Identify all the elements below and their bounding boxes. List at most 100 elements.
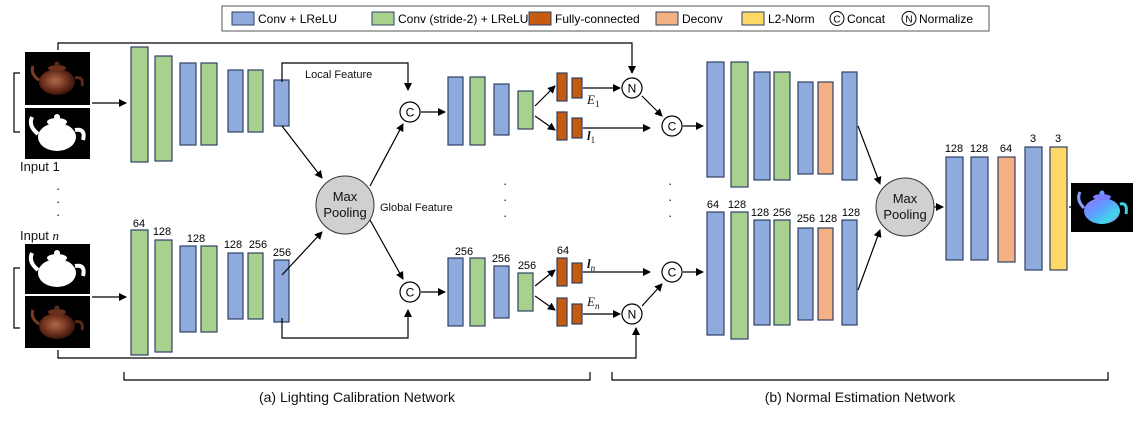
lcn-encoder-bottom-layer-2 bbox=[179, 245, 197, 333]
output-normal-map bbox=[1071, 183, 1133, 232]
fc-label-en: En bbox=[586, 294, 600, 311]
lcn-post-channel-label: 256 bbox=[455, 246, 473, 258]
fc-layer-0 bbox=[556, 72, 568, 102]
caption-ne: (b) Normal Estimation Network bbox=[765, 389, 957, 405]
legend-swatch-l2 bbox=[741, 11, 765, 26]
ellipsis-input: · bbox=[56, 181, 60, 196]
fc-layer-1 bbox=[571, 77, 583, 99]
legend-symbol-normalize: N bbox=[905, 15, 912, 26]
ne-encoder-channel-label: 256 bbox=[773, 207, 791, 219]
max-pooling-left: Max Pooling bbox=[315, 175, 375, 235]
legend-item-l2: L2-Norm bbox=[741, 11, 815, 26]
lcn-encoder-channel-label: 128 bbox=[187, 233, 205, 245]
lcn-post-bottom-layer-3 bbox=[517, 272, 534, 312]
ellipsis-middle: · · · · · · bbox=[503, 176, 672, 223]
connections: Local Feature Global Feature bbox=[281, 62, 1080, 339]
legend-label-concat: Concat bbox=[847, 12, 886, 26]
ne-encoder-channel-label: 256 bbox=[797, 213, 815, 225]
lcn-post-bottom-layer-2 bbox=[493, 265, 510, 319]
lcn-encoder-bottom-layer-3 bbox=[200, 245, 218, 333]
ne-decoder-channel-label: 128 bbox=[970, 143, 988, 155]
caption-lcn: (a) Lighting Calibration Network bbox=[259, 389, 456, 405]
concat-ne-bottom-symbol: C bbox=[668, 266, 677, 280]
ellipsis-ne: · bbox=[668, 208, 672, 223]
lcn-encoder-bottom-layer-4 bbox=[227, 252, 244, 320]
skip-connection-bottom bbox=[57, 327, 640, 359]
ne-encoder-channel-label: 128 bbox=[819, 213, 837, 225]
ne-encoder-channel-label: 64 bbox=[707, 199, 719, 211]
ne-encoder-channel-label: 128 bbox=[842, 207, 860, 219]
ne-encoder-top-layer-4 bbox=[797, 81, 814, 175]
max-pooling-left-line1: Max bbox=[333, 189, 358, 204]
concat-ne-bottom-icon bbox=[661, 261, 683, 283]
input-mask-teapot-n bbox=[25, 244, 90, 294]
legend-frame bbox=[221, 5, 990, 32]
concat-lcn-bottom-icon bbox=[399, 281, 421, 303]
normalize-bottom-symbol: N bbox=[628, 308, 637, 322]
fc-label-ln: ln bbox=[587, 256, 596, 273]
captions: (a) Lighting Calibration Network (b) Nor… bbox=[123, 372, 1109, 405]
global-feature-label: Global Feature bbox=[380, 202, 453, 214]
normalize-top-symbol: N bbox=[628, 82, 637, 96]
max-pooling-right-line2: Pooling bbox=[883, 207, 926, 222]
ne-decoder-channel-label: 3 bbox=[1055, 133, 1061, 145]
ne-encoder-bottom-layer-0 bbox=[706, 211, 725, 336]
ne-encoder-top-layer-1 bbox=[730, 61, 749, 188]
lcn-post-top-layer-2 bbox=[493, 83, 510, 136]
legend-item-conv: Conv + LReLU bbox=[231, 11, 337, 26]
lcn-encoder-bottom-layer-5 bbox=[247, 252, 264, 320]
input-image-teapot-shaded-n bbox=[25, 296, 90, 348]
ne-encoder-top-layer-3 bbox=[773, 71, 791, 181]
lcn-encoder-top-layer-4 bbox=[227, 69, 244, 133]
fc-label-e1: E1 bbox=[586, 92, 599, 109]
ne-decoder-layer-4 bbox=[1049, 146, 1068, 271]
normalize-top-icon bbox=[621, 77, 643, 99]
fc-label-l1: l1 bbox=[587, 128, 595, 145]
lcn-post-top-layer-0 bbox=[447, 76, 464, 146]
ne-decoder-channel-label: 128 bbox=[945, 143, 963, 155]
max-pooling-right-line1: Max bbox=[893, 191, 918, 206]
ne-encoder-bottom-layer-5 bbox=[817, 227, 834, 321]
legend-label-normalize: Normalize bbox=[919, 12, 973, 26]
skip-connection-top bbox=[57, 42, 636, 74]
local-feature-label: Local Feature bbox=[305, 69, 372, 81]
ne-decoder-channel-label: 64 bbox=[1000, 143, 1012, 155]
ne-encoder-bottom-layer-6 bbox=[841, 219, 858, 326]
ne-decoder-layer-1 bbox=[970, 156, 989, 261]
legend-symbol-normalize-icon bbox=[901, 11, 917, 26]
legend-item-fc: Fully-connected bbox=[528, 11, 640, 26]
lcn-post-channel-label: 256 bbox=[492, 253, 510, 265]
lcn-encoder-channel-label: 128 bbox=[153, 226, 171, 238]
ne-encoder-top-layer-0 bbox=[706, 61, 725, 178]
legend-swatch-conv2 bbox=[371, 11, 395, 26]
lcn-encoder-channel-label: 128 bbox=[224, 239, 242, 251]
ne-brace bbox=[611, 372, 1109, 381]
input-label-1: Input 1 bbox=[20, 159, 60, 174]
legend-swatch-deconv bbox=[655, 11, 679, 26]
input-bracket-top bbox=[13, 72, 20, 133]
legend-item-deconv: Deconv bbox=[655, 11, 723, 26]
fc-layer-6 bbox=[556, 297, 568, 327]
lcn-encoder-top-layer-6 bbox=[273, 79, 290, 127]
lcn-post-channel-label: 256 bbox=[518, 260, 536, 272]
ne-encoder-bottom-layer-1 bbox=[730, 211, 749, 340]
ne-encoder-top-layer-6 bbox=[841, 71, 858, 181]
legend-label-conv2: Conv (stride-2) + LReLU bbox=[398, 12, 528, 26]
input-mask-teapot-1 bbox=[25, 108, 90, 159]
ellipsis-input: · bbox=[56, 207, 60, 222]
legend-label-conv: Conv + LReLU bbox=[258, 12, 337, 26]
fc-layer-2 bbox=[556, 111, 568, 141]
ne-decoder-layer-0 bbox=[945, 156, 964, 261]
legend-label-l2: L2-Norm bbox=[768, 12, 815, 26]
ne-decoder-channel-label: 3 bbox=[1030, 133, 1036, 145]
lcn-post-top-layer-1 bbox=[469, 76, 486, 146]
ne-encoder-channel-label: 128 bbox=[728, 199, 746, 211]
input-bracket-bottom bbox=[13, 267, 20, 329]
ne-encoder-channel-label: 128 bbox=[751, 207, 769, 219]
lcn-encoder-channel-label: 256 bbox=[273, 247, 291, 259]
fc-layer-3 bbox=[571, 117, 583, 139]
ellipsis-lcn: · bbox=[503, 176, 507, 191]
